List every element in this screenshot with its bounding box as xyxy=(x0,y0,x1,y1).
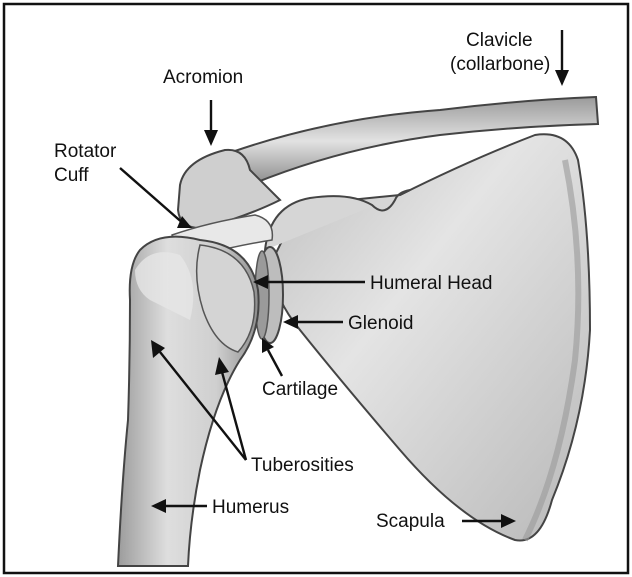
label-humerus: Humerus xyxy=(212,497,289,518)
label-glenoid: Glenoid xyxy=(348,313,414,334)
label-humeral-head: Humeral Head xyxy=(370,273,493,294)
label-acromion: Acromion xyxy=(163,67,243,88)
label-scapula: Scapula xyxy=(376,511,445,532)
label-rotator-cuff-line1: Rotator xyxy=(54,141,117,162)
label-tuberosities: Tuberosities xyxy=(251,455,354,476)
label-clavicle-line1: Clavicle xyxy=(466,30,533,51)
label-cartilage: Cartilage xyxy=(262,379,338,400)
label-clavicle-line2: (collarbone) xyxy=(450,54,550,75)
label-rotator-cuff-line2: Cuff xyxy=(54,165,89,186)
